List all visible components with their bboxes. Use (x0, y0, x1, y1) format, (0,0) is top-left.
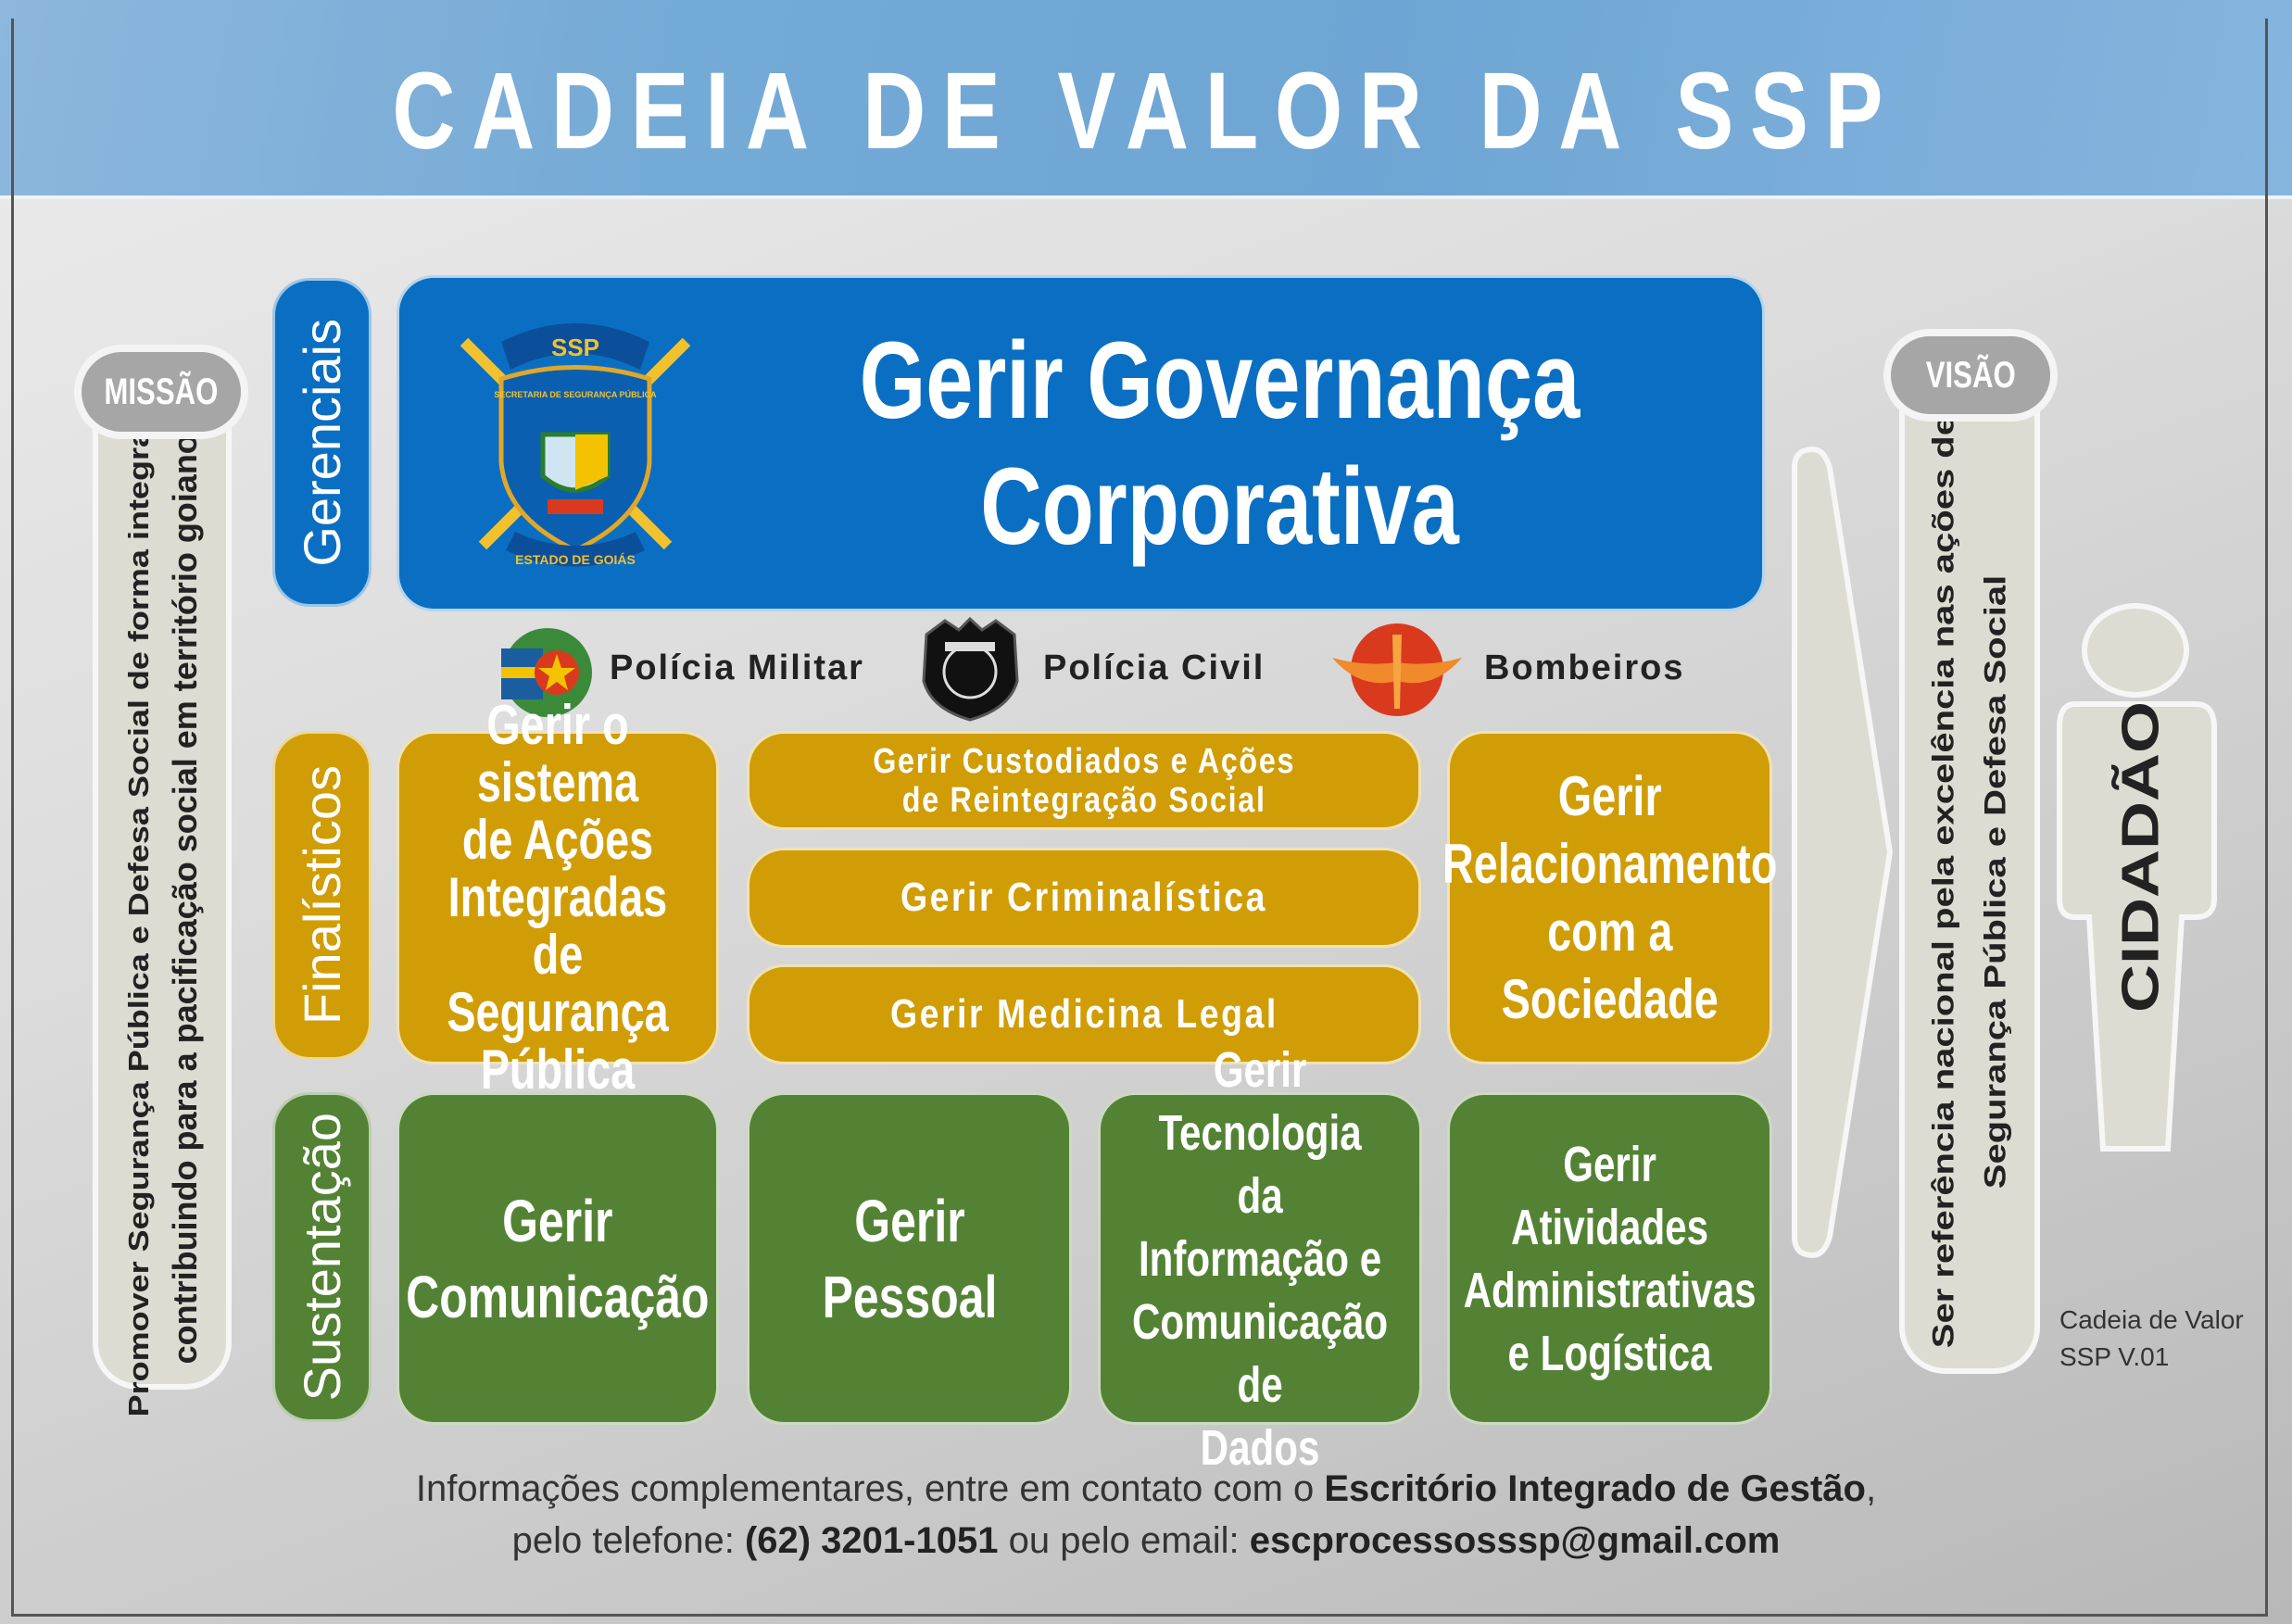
institution-bombeiros: Bombeiros (1484, 648, 1685, 687)
process-label-line: de Reintegração Social (901, 780, 1266, 820)
institution-policia-militar: Polícia Militar (610, 648, 864, 687)
vision-label-text: VISÃO (1925, 354, 2016, 396)
row-label-gerenciais-text: Gerenciais (293, 318, 351, 567)
process-gerir-medicina-legal[interactable]: Gerir Medicina Legal (747, 964, 1421, 1064)
vision-label: VISÃO (1883, 329, 2058, 422)
process-label: Gerir Governança Corporativa (859, 319, 1580, 568)
footer-text: , (1865, 1468, 1877, 1509)
mission-text-line2: contribuindo para a pacificação social e… (166, 433, 204, 1365)
citizen-label-text: CIDADÃO (2111, 701, 2171, 1013)
frame-border (11, 19, 2268, 1617)
process-label-line: Gerir Atividades (1510, 1136, 1709, 1255)
vision-text-line2: Segurança Pública e Defesa Social (1979, 574, 2012, 1189)
version-line1: Cadeia de Valor (2059, 1305, 2244, 1334)
vision-text-line1: Ser referência nacional pela excelência … (1927, 414, 1960, 1349)
process-label-line: Gerir Tecnologia (1158, 1041, 1362, 1161)
row-label-sustentacao-text: Sustentação (293, 1113, 351, 1402)
mission-text: Promover Segurança Pública e Defesa Soci… (116, 381, 208, 1416)
svg-text:ESTADO DE GOIÁS: ESTADO DE GOIÁS (515, 552, 636, 567)
footer-text: pelo telefone: (511, 1520, 745, 1561)
citizen-label: CIDADÃO (2103, 701, 2179, 1013)
process-gerir-criminalistica[interactable]: Gerir Criminalística (747, 848, 1421, 948)
footer-line1: Informações complementares, entre em con… (0, 1468, 2292, 1510)
svg-text:SSP: SSP (551, 334, 599, 361)
process-label-line: Gerir (502, 1187, 613, 1254)
process-label-line: da Informação e (1138, 1167, 1382, 1287)
svg-text:SECRETARIA DE SEGURANÇA PÚBLIC: SECRETARIA DE SEGURANÇA PÚBLICA (494, 389, 657, 399)
process-label-line: Dados (1200, 1419, 1320, 1476)
mission-panel: Promover Segurança Pública e Defesa Soci… (93, 381, 232, 1416)
process-label-line: de Ações (461, 809, 654, 871)
page-title-text: CADEIA DE VALOR DA SSP (392, 50, 1900, 172)
policia-militar-emblem-icon (501, 628, 592, 717)
row-label-finalisticos: Finalísticos (272, 731, 372, 1060)
footer-text: Informações complementares, entre em con… (415, 1468, 1325, 1509)
process-label-line: Administrativas (1463, 1262, 1757, 1318)
institution-policia-civil: Polícia Civil (1043, 648, 1266, 687)
footer-phone: (62) 3201-1051 (744, 1520, 999, 1561)
process-label-line: Integradas de (447, 866, 668, 986)
version-note: Cadeia de Valor SSP V.01 (2059, 1302, 2244, 1376)
row-label-finalisticos-text: Finalísticos (293, 765, 351, 1026)
process-label-line: Gerir (1557, 765, 1662, 827)
mission-label-text: MISSÃO (104, 371, 219, 412)
row-label-gerenciais: Gerenciais (272, 278, 372, 607)
process-label-line: Segurança (447, 981, 669, 1043)
process-label-line: Gerir o sistema (476, 694, 639, 813)
version-line2: SSP V.01 (2059, 1342, 2170, 1371)
row-label-sustentacao: Sustentação (272, 1092, 372, 1422)
process-label-line: Pública (480, 1039, 636, 1101)
process-label-line: Relacionamento (1442, 833, 1778, 895)
footer-line2: pelo telefone: (62) 3201-1051 ou pelo em… (0, 1520, 2292, 1562)
mission-text-line1: Promover Segurança Pública e Defesa Soci… (122, 380, 155, 1417)
citizen-figure-icon (2057, 603, 2217, 1152)
vision-text: Ser referência nacional pela excelência … (1918, 415, 2021, 1348)
footer-email-link[interactable]: escprocessosssp@gmail.com (1249, 1520, 1781, 1561)
ssp-crest-icon: SSP SECRETARIA DE SEGURANÇA PÚBLICA ESTA… (460, 322, 691, 567)
process-label-line: com a (1546, 900, 1673, 963)
process-label: Gerir Criminalística (900, 875, 1268, 920)
process-gerir-custodiados[interactable]: Gerir Custodiados e Ações de Reintegraçã… (747, 731, 1421, 830)
mission-label: MISSÃO (74, 345, 248, 439)
process-label-line: Pessoal (822, 1263, 997, 1330)
bombeiros-emblem-icon (1332, 623, 1462, 716)
process-label: Gerir Medicina Legal (889, 991, 1278, 1037)
process-gerir-relacionamento-sociedade[interactable]: Gerir Relacionamento com a Sociedade (1442, 731, 1777, 1064)
policia-civil-badge-icon (922, 616, 1019, 722)
process-label-line: Comunicação de (1131, 1293, 1389, 1413)
footer-office-name: Escritório Integrado de Gestão (1324, 1468, 1866, 1509)
header-band (0, 0, 2292, 199)
chevron-arrow-icon (1792, 446, 1894, 1259)
process-label-line: Sociedade (1501, 968, 1719, 1030)
footer-text: ou pelo email: (998, 1520, 1250, 1561)
process-label-line: Gerir (853, 1187, 965, 1254)
page-title: CADEIA DE VALOR DA SSP (0, 56, 2292, 167)
process-gerir-sistema-acoes-integradas[interactable]: Gerir o sistema de Ações Integradas de S… (397, 697, 719, 1099)
process-label-line: Gerir Custodiados e Ações (873, 741, 1295, 781)
process-gerir-governanca-corporativa[interactable]: SSP SECRETARIA DE SEGURANÇA PÚBLICA ESTA… (397, 275, 1765, 611)
process-label-line: Comunicação (406, 1263, 710, 1330)
vision-panel: Ser referência nacional pela excelência … (1899, 389, 2040, 1374)
process-label-line: e Logística (1507, 1325, 1712, 1381)
